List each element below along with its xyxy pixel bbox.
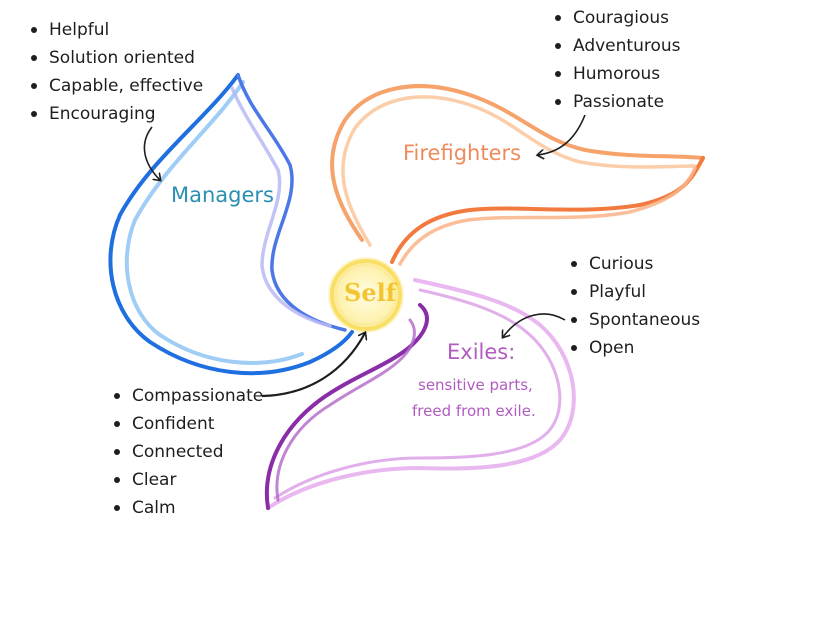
exiles-arrow (503, 313, 566, 337)
list-item: Playful (571, 278, 700, 306)
managers-label: Managers (171, 183, 274, 207)
firefighters-arrow (538, 114, 586, 155)
managers-traits-list: Helpful Solution oriented Capable, effec… (31, 16, 203, 128)
list-item: Adventurous (555, 32, 681, 60)
list-item: Couragious (555, 4, 681, 32)
list-item: Humorous (555, 60, 681, 88)
firefighters-label: Firefighters (403, 141, 522, 165)
exiles-label: Exiles: (447, 340, 516, 364)
list-item: Curious (571, 250, 700, 278)
exiles-petal (264, 278, 576, 510)
list-item: Confident (114, 410, 263, 438)
list-item: Connected (114, 438, 263, 466)
firefighters-traits-list: Couragious Adventurous Humorous Passiona… (555, 4, 681, 116)
list-item: Solution oriented (31, 44, 203, 72)
list-item: Passionate (555, 88, 681, 116)
managers-petal (108, 73, 354, 376)
exiles-traits-list: Curious Playful Spontaneous Open (571, 250, 700, 362)
self-circle (328, 257, 404, 333)
exiles-description-line: freed from exile. (412, 402, 536, 420)
list-item: Spontaneous (571, 306, 700, 334)
exiles-description-line: sensitive parts, (418, 376, 533, 394)
list-item: Calm (114, 494, 263, 522)
list-item: Clear (114, 466, 263, 494)
list-item: Compassionate (114, 382, 263, 410)
firefighters-petal (330, 84, 705, 266)
managers-arrow (143, 126, 160, 180)
self-label: Self (344, 278, 397, 307)
self-traits-list: Compassionate Confident Connected Clear … (114, 382, 263, 522)
list-item: Open (571, 334, 700, 362)
list-item: Encouraging (31, 100, 203, 128)
self-arrow (261, 333, 365, 398)
list-item: Capable, effective (31, 72, 203, 100)
list-item: Helpful (31, 16, 203, 44)
